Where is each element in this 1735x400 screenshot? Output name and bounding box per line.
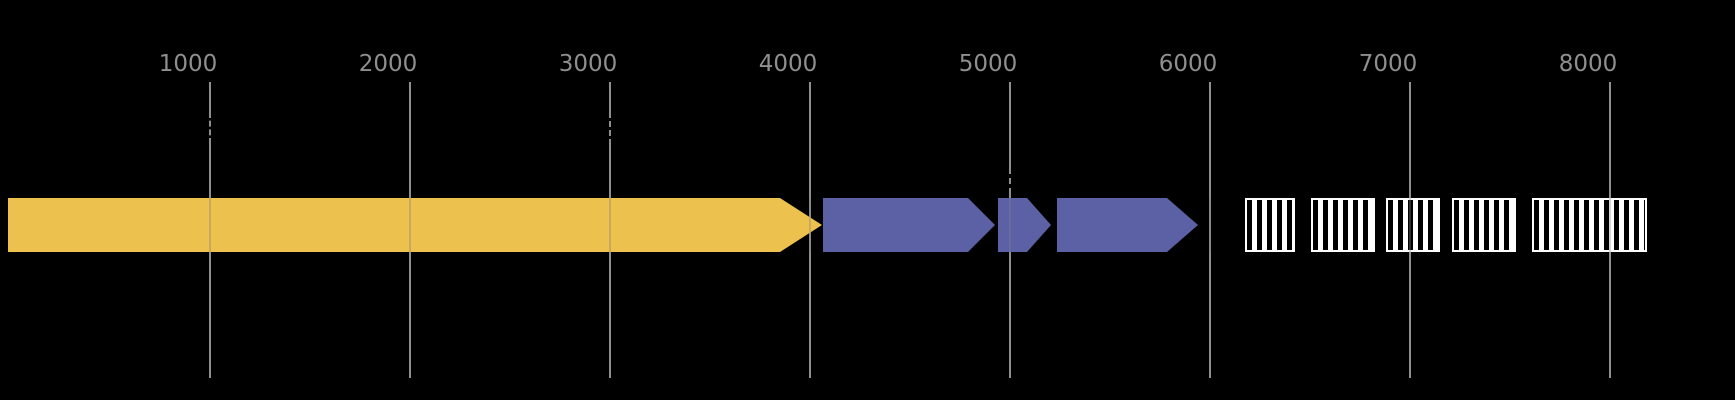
feature-repeat-region-4 [1452, 198, 1516, 252]
gridline-overlay-4000 [809, 198, 811, 252]
gridline-overlay-6000 [1209, 198, 1211, 252]
gridline-dashed-segment-3000 [607, 112, 613, 145]
feature-gene-4 [1057, 198, 1198, 252]
feature-repeat-region-5 [1532, 198, 1647, 252]
tick-label-4000: 4000 [758, 51, 818, 77]
feature-repeat-region-3 [1386, 198, 1440, 252]
gridline-overlay-3000 [609, 198, 611, 252]
dashed-line [609, 112, 611, 145]
feature-repeat-region-1 [1245, 198, 1295, 252]
tick-label-7000: 7000 [1358, 51, 1418, 77]
tick-label-3000: 3000 [558, 51, 618, 77]
tick-label-2000: 2000 [358, 51, 418, 77]
dashed-line [209, 112, 211, 144]
gridline-overlay-2000 [409, 198, 411, 252]
gridline-dashed-segment-1000 [207, 112, 213, 144]
feature-gene-2 [823, 198, 995, 252]
gridline-6000 [1209, 82, 1211, 378]
feature-gene-1 [8, 198, 822, 252]
gridline-overlay-7000 [1409, 198, 1411, 252]
gridline-dashed-segment-5000 [1007, 168, 1013, 194]
tick-label-8000: 8000 [1558, 51, 1618, 77]
tick-label-6000: 6000 [1158, 51, 1218, 77]
tick-label-5000: 5000 [958, 51, 1018, 77]
dashed-line [1009, 168, 1011, 194]
tick-label-1000: 1000 [158, 51, 218, 77]
gridline-overlay-1000 [209, 198, 211, 252]
gridline-overlay-5000 [1009, 198, 1011, 252]
feature-repeat-region-2 [1311, 198, 1375, 252]
gridline-overlay-8000 [1609, 198, 1611, 252]
